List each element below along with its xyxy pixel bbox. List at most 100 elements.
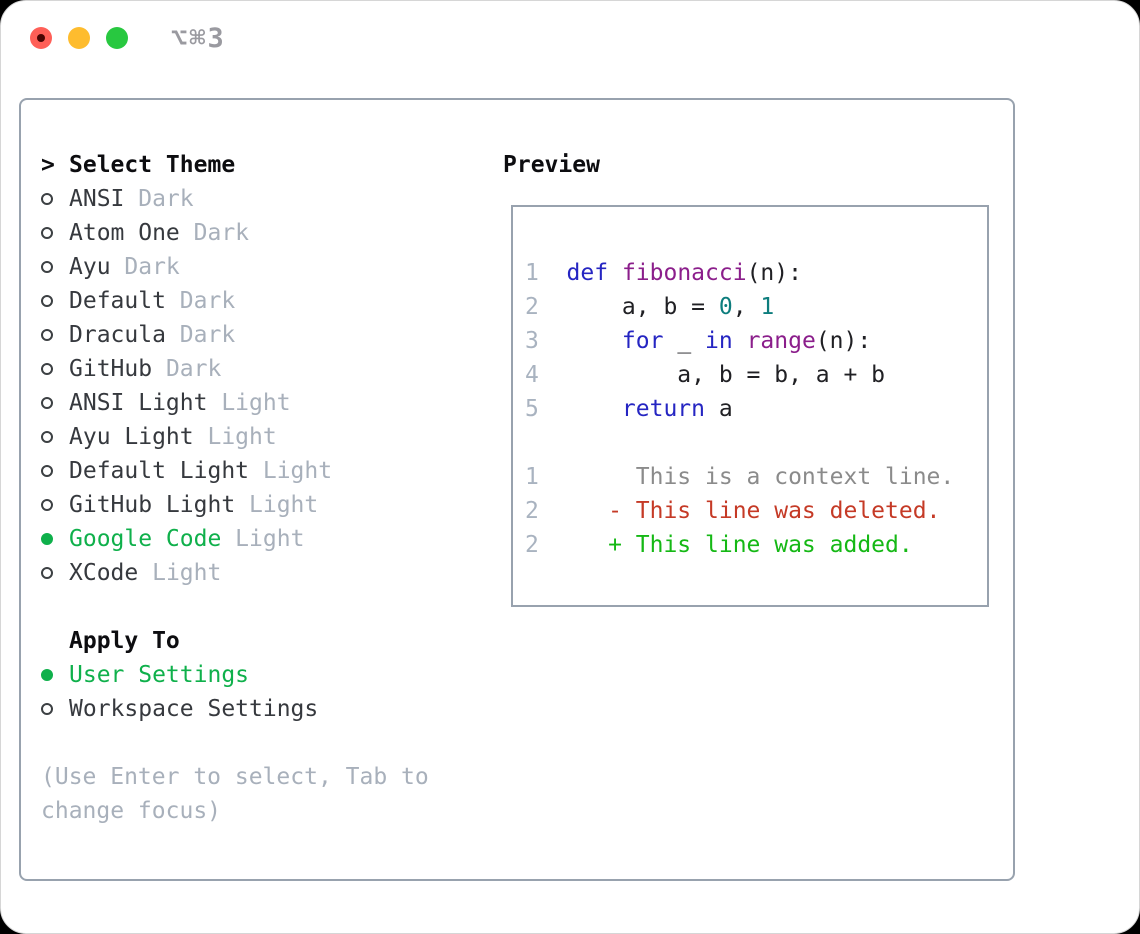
bullet-column: [41, 397, 69, 409]
theme-variant: Light: [207, 390, 291, 416]
bullet-column: [41, 533, 69, 545]
close-button-dot-icon: [37, 34, 45, 42]
apply-to-option[interactable]: Workspace Settings: [41, 692, 471, 726]
theme-name: Default: [69, 288, 166, 314]
hint-text: (Use Enter to select, Tab to change focu…: [41, 764, 429, 824]
select-theme-header-row: > Select Theme: [41, 148, 471, 182]
code-token-default: a, b =: [566, 294, 719, 320]
radio-icon: [41, 295, 53, 307]
diff-line-added: 2+This line was added.: [525, 528, 975, 562]
preview-header-row: Preview: [503, 148, 1003, 182]
radio-icon: [41, 431, 53, 443]
code-token-func: range: [746, 328, 816, 354]
theme-name: GitHub Light: [69, 492, 236, 518]
selection-prompt: >: [41, 152, 55, 178]
close-button[interactable]: [30, 27, 52, 49]
theme-variant: Light: [193, 424, 277, 450]
theme-option[interactable]: Default Dark: [41, 284, 471, 318]
code-token-number: 0: [718, 294, 733, 320]
theme-option[interactable]: Dracula Dark: [41, 318, 471, 352]
apply-to-label: Workspace Settings: [69, 696, 319, 722]
bullet-column: [41, 227, 69, 239]
radio-icon: [41, 465, 53, 477]
theme-variant: Light: [138, 560, 222, 586]
theme-option[interactable]: ANSI Light Light: [41, 386, 471, 420]
theme-variant: Dark: [110, 254, 180, 280]
radio-icon: [41, 397, 53, 409]
theme-name: ANSI Light: [69, 390, 208, 416]
code-line: 4 a, b = b, a + b: [525, 358, 975, 392]
theme-option[interactable]: ANSI Dark: [41, 182, 471, 216]
line-number: 1: [525, 260, 539, 286]
diff-text: This line was added.: [635, 532, 913, 558]
code-line: 3 for _ in range(n):: [525, 324, 975, 358]
bullet-column: [41, 567, 69, 579]
bullet-column: [41, 465, 69, 477]
theme-variant: Dark: [165, 288, 236, 314]
theme-option[interactable]: Atom One Dark: [41, 216, 471, 250]
theme-option[interactable]: Default Light Light: [41, 454, 471, 488]
theme-name: ANSI: [69, 186, 125, 212]
theme-name: Ayu Light: [69, 424, 194, 450]
apply-to-label: User Settings: [69, 662, 250, 688]
bullet-column: [41, 431, 69, 443]
radio-icon: [41, 227, 53, 239]
theme-variant: Dark: [124, 186, 194, 212]
zoom-button[interactable]: [106, 27, 128, 49]
window-title: ⌥⌘3: [171, 23, 226, 54]
diff-marker: +: [608, 532, 622, 558]
blank-line: [525, 426, 975, 460]
radio-selected-icon: [41, 669, 53, 681]
theme-option[interactable]: Ayu Dark: [41, 250, 471, 284]
line-number: 2: [525, 294, 539, 320]
radio-icon: [41, 703, 53, 715]
titlebar: ⌥⌘3: [1, 1, 1139, 75]
theme-option[interactable]: Ayu Light Light: [41, 420, 471, 454]
code-token-default: a, b = b, a + b: [566, 362, 886, 388]
theme-variant: Dark: [165, 322, 236, 348]
radio-icon: [41, 329, 53, 341]
diff-text: This line was deleted.: [635, 498, 941, 524]
bullet-column: [41, 363, 69, 375]
theme-variant: Dark: [179, 220, 250, 246]
bullet-column: [41, 329, 69, 341]
code-token-default: [733, 328, 747, 354]
bullet-column: [41, 295, 69, 307]
code-token-default: (n):: [746, 260, 802, 286]
code-token-default: [567, 328, 622, 354]
code-token-keyword: def: [566, 260, 609, 286]
theme-name: Ayu: [69, 254, 111, 280]
code-token-default: ,: [732, 294, 761, 320]
theme-option[interactable]: XCode Light: [41, 556, 471, 590]
bullet-column: [41, 669, 69, 681]
theme-name: Google Code: [69, 526, 222, 552]
radio-icon: [41, 499, 53, 511]
code-token-default: [608, 260, 622, 286]
theme-option[interactable]: GitHub Dark: [41, 352, 471, 386]
radio-selected-icon: [41, 533, 53, 545]
bullet-column: [41, 703, 69, 715]
theme-option[interactable]: GitHub Light Light: [41, 488, 471, 522]
select-theme-title: Select Theme: [69, 152, 236, 178]
theme-option[interactable]: Google Code Light: [41, 522, 471, 556]
apply-to-option[interactable]: User Settings: [41, 658, 471, 692]
bullet-column: [41, 261, 69, 273]
apply-to-title: Apply To: [69, 628, 180, 654]
bullet-column: [41, 499, 69, 511]
line-number: 5: [525, 396, 539, 422]
code-token-default: a: [705, 396, 733, 422]
theme-variant: Light: [249, 458, 333, 484]
spacer: [41, 590, 471, 624]
line-number: 4: [525, 362, 539, 388]
radio-icon: [41, 261, 53, 273]
minimize-button[interactable]: [68, 27, 90, 49]
diff-marker: [608, 460, 622, 494]
code-token-default: _: [663, 328, 706, 354]
theme-name: GitHub: [69, 356, 153, 382]
